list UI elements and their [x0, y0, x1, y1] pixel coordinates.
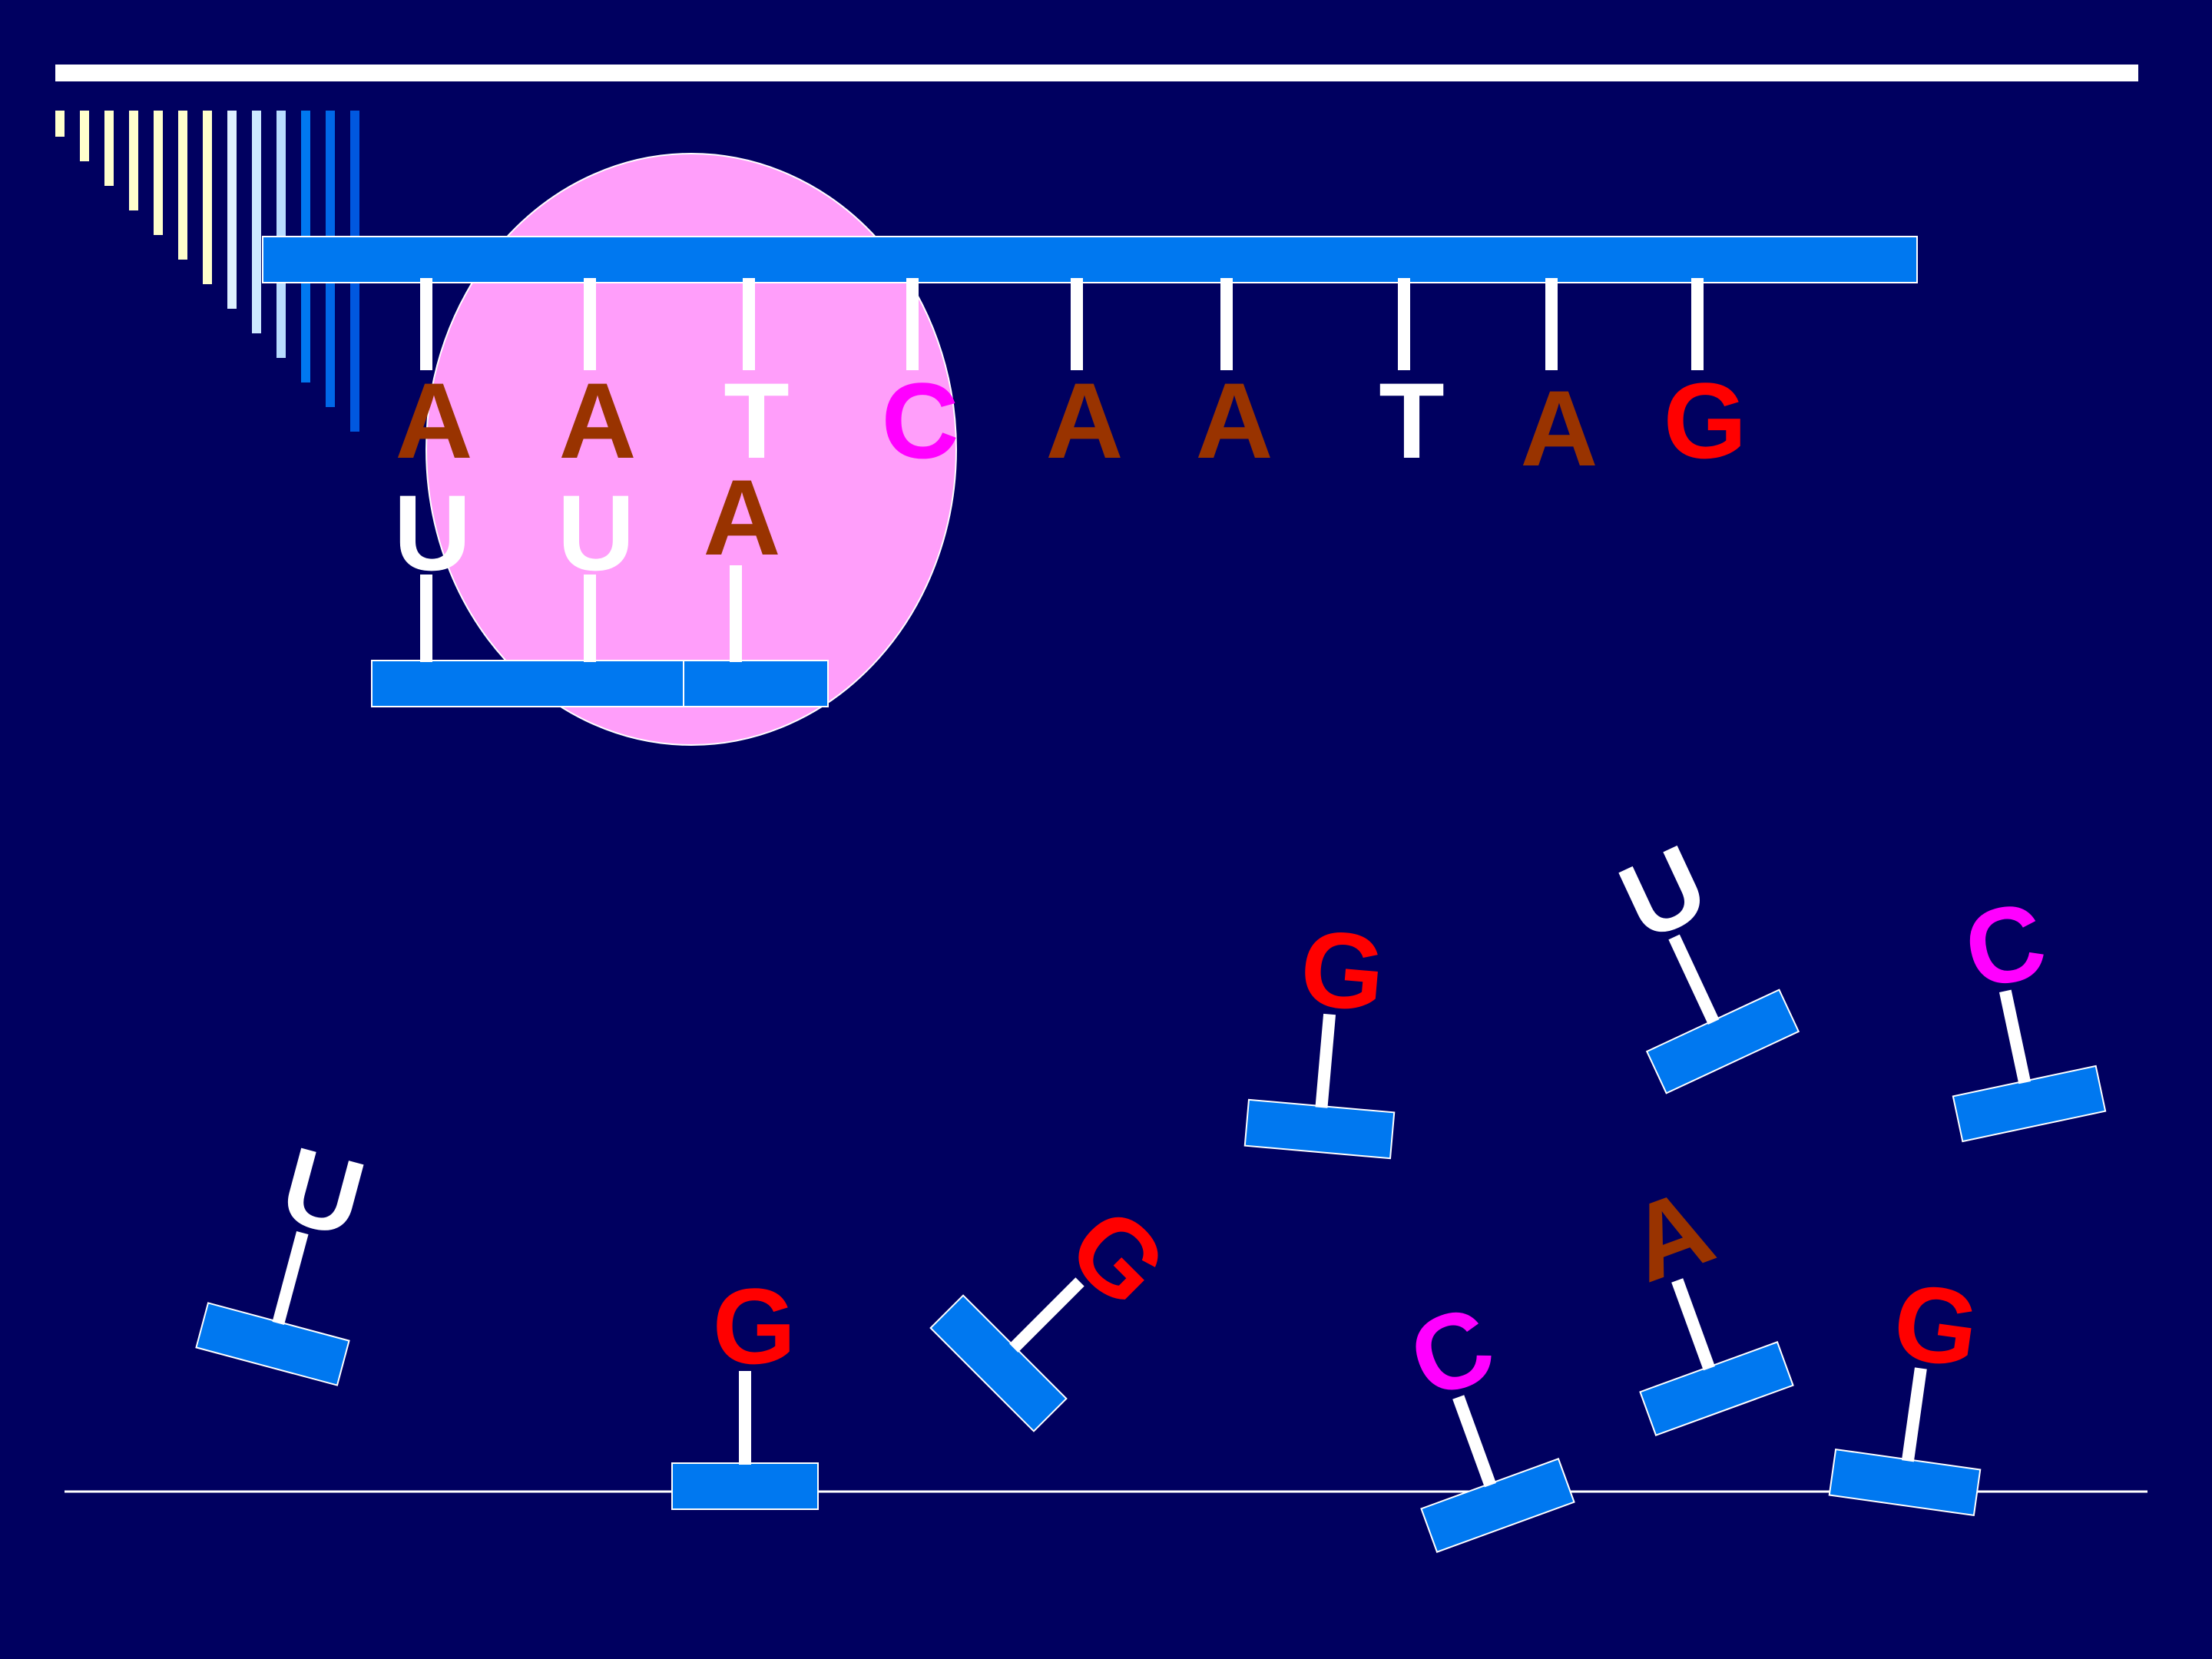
decor-bar: [227, 111, 237, 309]
decorative-bars: [55, 111, 359, 432]
nucleotide-stem: [1668, 934, 1720, 1025]
nucleotide-stem: [739, 1371, 751, 1465]
trna-stem: [584, 575, 596, 662]
nucleotide-letter: G: [713, 1266, 796, 1386]
decor-bar: [55, 111, 65, 137]
trna-base-letter: A: [703, 457, 780, 578]
free-nucleotide: G: [671, 1266, 819, 1510]
nucleotide-letter: G: [1296, 906, 1389, 1034]
nucleotide-stem: [1998, 989, 2032, 1084]
dna-stem: [584, 278, 596, 370]
dna-backbone: [262, 236, 1918, 283]
nucleotide-stem: [1901, 1367, 1927, 1462]
dna-base-letter: T: [1379, 360, 1445, 481]
nucleotide-stem: [1452, 1395, 1496, 1488]
nucleotide-stem: [272, 1231, 309, 1326]
nucleotide-block: [671, 1462, 819, 1510]
free-nucleotide: G: [1828, 1260, 1986, 1517]
trna-base-letter: U: [557, 472, 634, 593]
dna-base-letter: A: [1045, 360, 1123, 481]
decor-bar: [203, 111, 212, 284]
dna-base-letter: A: [395, 360, 472, 481]
trna-backbone: [683, 660, 829, 707]
nucleotide-stem: [1315, 1013, 1336, 1108]
dna-base-letter: A: [1195, 360, 1273, 481]
trna-stem: [730, 565, 742, 662]
decor-bar: [104, 111, 114, 186]
decor-bar: [80, 111, 89, 161]
decor-bar: [129, 111, 138, 210]
decor-bar: [178, 111, 187, 260]
dna-stem: [743, 278, 755, 370]
free-nucleotide: U: [195, 1124, 376, 1386]
nucleotide-stem: [1009, 1277, 1084, 1353]
decor-bar: [154, 111, 163, 235]
trna-base-letter: U: [393, 472, 471, 593]
dna-stem: [420, 278, 432, 370]
dna-base-letter: G: [1664, 360, 1747, 481]
free-nucleotide: G: [1243, 906, 1396, 1160]
dna-base-letter: C: [881, 360, 959, 481]
dna-stem: [1071, 278, 1083, 370]
trna-stem: [420, 575, 432, 662]
dna-base-letter: A: [1520, 368, 1598, 488]
dna-stem: [906, 278, 919, 370]
dna-stem: [1220, 278, 1233, 370]
dna-base-letter: T: [724, 360, 790, 481]
top-rule: [55, 65, 2138, 81]
decor-bar: [276, 111, 286, 358]
dna-stem: [1398, 278, 1410, 370]
nucleotide-letter: G: [1886, 1260, 1986, 1391]
ribosome-ellipse: [426, 153, 957, 746]
trna-backbone: [371, 660, 684, 707]
decor-bar: [252, 111, 261, 333]
dna-stem: [1691, 278, 1704, 370]
dna-stem: [1545, 278, 1558, 370]
nucleotide-stem: [1671, 1278, 1715, 1371]
dna-base-letter: A: [558, 360, 636, 481]
